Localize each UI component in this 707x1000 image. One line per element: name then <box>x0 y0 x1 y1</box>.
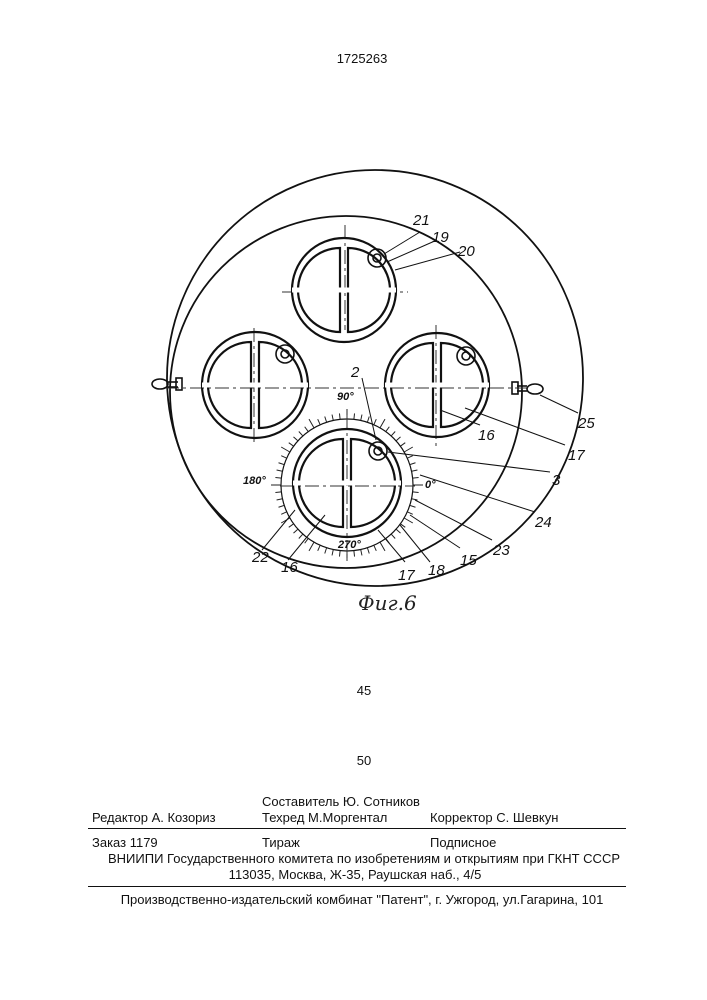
dial-tick <box>396 437 400 441</box>
dial-tick <box>318 419 320 424</box>
unit-top <box>292 238 396 342</box>
label-24: 24 <box>534 514 552 531</box>
label-20: 20 <box>457 243 475 260</box>
label-25: 25 <box>577 415 595 432</box>
credit-techred: Техред М.Моргентал <box>262 811 387 824</box>
label-15: 15 <box>460 552 477 569</box>
label-3: 3 <box>552 472 561 489</box>
dial-tick <box>404 447 413 452</box>
label-16-right: 16 <box>478 427 495 444</box>
dial-tick <box>361 415 362 421</box>
label-23: 23 <box>492 542 510 559</box>
order-subscription: Подписное <box>430 836 496 849</box>
dial-tick <box>391 431 395 435</box>
order-number: Заказ 1179 <box>92 836 158 849</box>
dial-tick <box>412 499 418 500</box>
dial-label-270: 270° <box>337 539 361 551</box>
dial-tick <box>318 545 320 550</box>
dial-tick <box>410 505 416 507</box>
order-institute: ВНИИПИ Государственного комитета по изоб… <box>108 852 620 865</box>
dial-tick <box>367 548 369 554</box>
dial-tick <box>380 542 385 551</box>
dial-tick <box>332 550 333 556</box>
dial-label-0: 0° <box>425 479 436 491</box>
dial-tick <box>339 551 340 557</box>
dial-tick <box>293 437 297 441</box>
dial-tick <box>275 477 281 478</box>
divider-bottom <box>88 886 626 887</box>
dial-tick <box>386 427 390 432</box>
credit-editor: Редактор А. Козориз <box>92 811 216 824</box>
dial-tick <box>367 417 369 423</box>
dial-tick <box>400 443 405 447</box>
dial-tick <box>354 413 355 419</box>
screw-dial <box>369 442 387 460</box>
credit-compiler: Составитель Ю. Сотников <box>262 795 420 808</box>
dial-tick <box>354 551 355 557</box>
dial-label-90: 90° <box>337 391 354 403</box>
dial-tick <box>281 456 286 458</box>
dial-tick <box>325 548 327 554</box>
credit-corrector: Корректор С. Шевкун <box>430 811 558 824</box>
dial-tick <box>299 534 303 538</box>
dial-tick <box>305 427 309 432</box>
dial-tick <box>275 492 281 493</box>
label-22: 22 <box>251 549 269 566</box>
dial-tick <box>407 512 412 514</box>
figure-caption: Фиг.6 <box>358 591 417 615</box>
dial-tick <box>412 470 418 471</box>
dial-tick <box>309 419 314 428</box>
dial-tick <box>279 505 285 507</box>
dial-label-180: 180° <box>243 475 266 487</box>
dial-tick <box>325 417 327 423</box>
line-number-45: 45 <box>357 684 371 697</box>
dial-tick <box>277 499 283 500</box>
dial-tick <box>374 419 376 424</box>
line-number-50: 50 <box>357 754 371 767</box>
order-circulation: Тираж <box>262 836 300 849</box>
label-17-right: 17 <box>568 447 585 464</box>
dial-tick <box>410 463 416 465</box>
dial-tick <box>277 470 283 471</box>
divider-top <box>88 828 626 829</box>
dial-tick <box>380 419 385 428</box>
label-18: 18 <box>428 562 445 579</box>
dial-tick <box>279 463 285 465</box>
label-2: 2 <box>350 364 360 381</box>
screw-top <box>368 249 386 267</box>
dial-tick <box>361 550 362 556</box>
dial-tick <box>309 542 314 551</box>
dial-tick <box>413 492 419 493</box>
dial-tick <box>396 529 400 533</box>
order-address: 113035, Москва, Ж-35, Раушская наб., 4/5 <box>229 868 482 881</box>
dial-tick <box>281 512 286 514</box>
dial-tick <box>293 529 297 533</box>
dial-tick <box>413 477 419 478</box>
dial-tick <box>339 413 340 419</box>
dial-tick <box>281 447 290 452</box>
dial-tick <box>289 524 294 528</box>
dial-tick <box>407 456 412 458</box>
screw-left <box>276 345 294 363</box>
publisher-line: Производственно-издательский комбинат "П… <box>121 893 604 906</box>
dial-tick <box>391 534 395 538</box>
label-16-bottom: 16 <box>281 559 298 576</box>
dial-tick <box>299 431 303 435</box>
dial-tick <box>289 443 294 447</box>
dial-tick <box>374 545 376 550</box>
label-19: 19 <box>432 229 449 246</box>
dial-tick <box>332 415 333 421</box>
label-21: 21 <box>412 212 430 229</box>
label-17-bottom: 17 <box>398 567 415 584</box>
unit-right <box>385 333 489 437</box>
dial-tick <box>404 518 413 523</box>
